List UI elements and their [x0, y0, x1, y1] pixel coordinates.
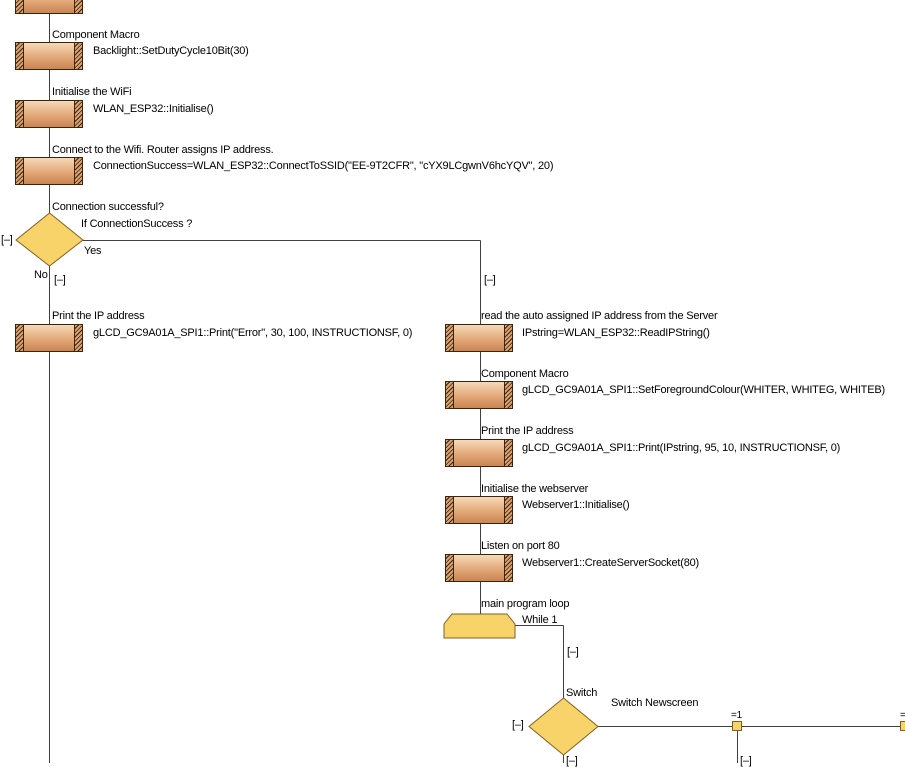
flow-block[interactable]: [15, 100, 83, 128]
decision-comment: Connection successful?: [52, 201, 164, 213]
block-code: gLCD_GC9A01A_SPI1::Print("Error", 30, 10…: [93, 327, 413, 339]
decision-code: If ConnectionSuccess ?: [81, 218, 193, 230]
collapse-toggle-case[interactable]: [–]: [740, 755, 752, 767]
block-code: Backlight::SetDutyCycle10Bit(30): [93, 45, 249, 57]
collapse-toggle-switch-default[interactable]: [–]: [566, 755, 578, 767]
block-code: Webserver1::Initialise(): [522, 499, 630, 511]
decision-no-label: No: [34, 269, 48, 281]
decision-diamond: [15, 212, 84, 267]
block-comment: Print the IP address: [52, 310, 145, 322]
switch-case-label: =: [900, 710, 905, 721]
loop-shape: [443, 613, 516, 639]
block-comment: Initialise the webserver: [481, 483, 589, 495]
flow-block[interactable]: [445, 496, 513, 524]
block-comment: Connect to the Wifi. Router assigns IP a…: [52, 144, 274, 156]
block-comment: Print the IP address: [481, 425, 574, 437]
collapse-toggle-switch[interactable]: [–]: [512, 719, 524, 731]
flow-block[interactable]: [15, 157, 83, 185]
switch-code: Switch Newscreen: [611, 697, 699, 709]
loop-code: While 1: [522, 614, 558, 626]
block-code: gLCD_GC9A01A_SPI1::Print(IPstring, 95, 1…: [522, 442, 841, 454]
decision-yes-label: Yes: [84, 245, 102, 257]
block-code: IPstring=WLAN_ESP32::ReadIPString(): [522, 327, 710, 339]
switch-case-port[interactable]: [732, 721, 742, 731]
collapse-toggle-decision[interactable]: [–]: [1, 234, 13, 246]
flow-block[interactable]: [445, 554, 513, 582]
block-code: ConnectionSuccess=WLAN_ESP32::ConnectToS…: [93, 160, 554, 172]
block-comment: Initialise the WiFi: [52, 86, 132, 98]
block-partial[interactable]: [15, 0, 83, 14]
flow-block[interactable]: [445, 324, 513, 352]
block-comment: Listen on port 80: [481, 540, 560, 552]
switch-case-label: =1: [731, 710, 743, 721]
block-comment: Component Macro: [481, 368, 569, 380]
switch-case-port[interactable]: [900, 721, 905, 731]
flow-block[interactable]: [15, 42, 83, 70]
collapse-toggle-yes-branch[interactable]: [–]: [484, 274, 496, 286]
block-code: Webserver1::CreateServerSocket(80): [522, 557, 700, 569]
flow-block[interactable]: [445, 439, 513, 467]
loop-hit-area[interactable]: [444, 614, 515, 638]
collapse-toggle-loop[interactable]: [–]: [567, 646, 579, 658]
block-code: gLCD_GC9A01A_SPI1::SetForegroundColour(W…: [522, 384, 885, 396]
block-comment: read the auto assigned IP address from t…: [481, 310, 718, 322]
block-code: WLAN_ESP32::Initialise(): [93, 103, 214, 115]
loop-comment: main program loop: [481, 598, 570, 610]
flow-block[interactable]: [445, 381, 513, 409]
switch-hit-area[interactable]: [529, 698, 598, 755]
collapse-toggle-no-branch[interactable]: [–]: [54, 274, 66, 286]
switch-comment: Switch: [566, 687, 598, 699]
decision-hit-area[interactable]: [16, 213, 83, 266]
flow-block[interactable]: [15, 324, 83, 352]
switch-diamond: [528, 697, 599, 756]
block-comment: Component Macro: [52, 29, 140, 41]
